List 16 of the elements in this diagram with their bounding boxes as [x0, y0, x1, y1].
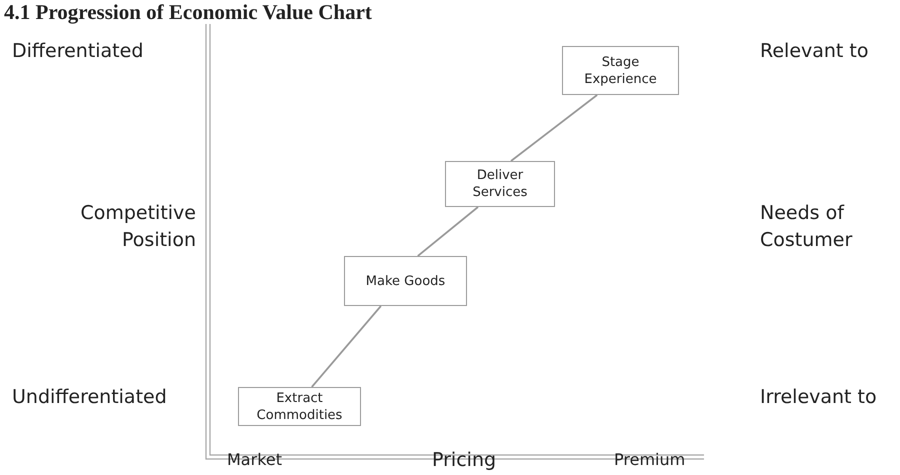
stage-box: Make Goods [344, 256, 467, 306]
axis-label: Market [227, 449, 282, 471]
axis-label: Differentiated [12, 39, 144, 64]
axis-label: Irrelevant to [760, 385, 878, 410]
axis-label: Competitive Position [79, 201, 196, 253]
stage-box: Stage Experience [562, 46, 679, 95]
stage-box: Extract Commodities [238, 387, 361, 426]
axis-title: Pricing [432, 449, 496, 471]
connector-line [417, 206, 479, 257]
axis-label: Premium [614, 449, 686, 471]
axis-label: Needs of Costumer [760, 201, 854, 253]
connector-line [510, 94, 598, 162]
connector-line [311, 305, 382, 388]
stage-box: Deliver Services [445, 161, 555, 207]
axis-label: Relevant to [760, 39, 870, 64]
axis-label: Undifferentiated [12, 385, 168, 410]
